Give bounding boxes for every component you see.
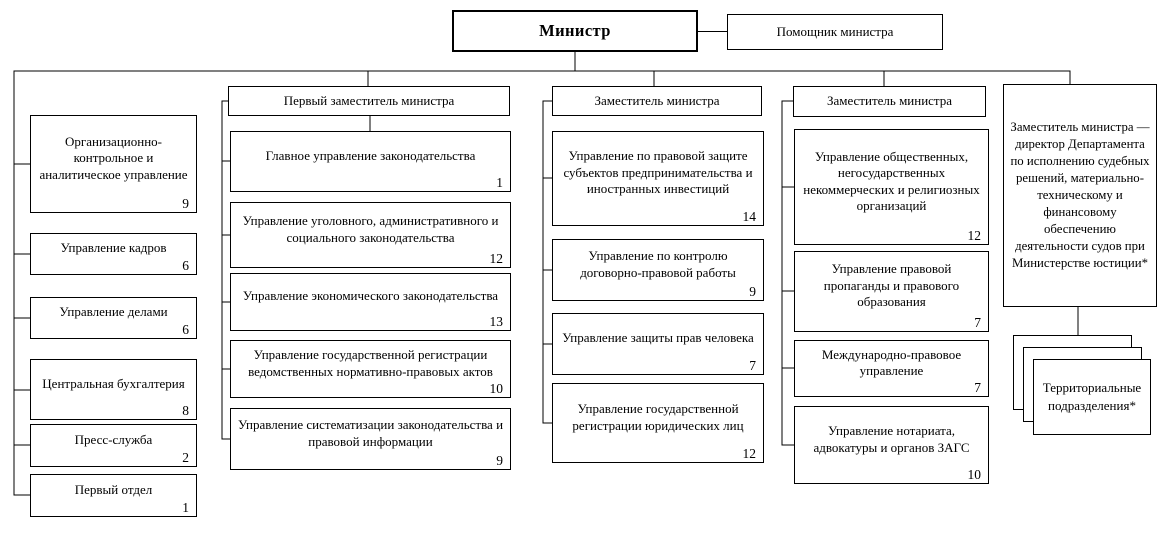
unit-label: Центральная бухгалтерия (42, 375, 185, 391)
unit-label: Организационно-контрольное и аналитическ… (39, 133, 188, 182)
unit-label: Главное управление законодательства (265, 147, 476, 163)
unit-box-business-protection: Управление по правовой защите субъектов … (552, 131, 764, 226)
unit-label: Управление кадров (60, 240, 167, 256)
unit-count: 10 (967, 467, 982, 483)
territorial-units-label: Территориальные подразделения* (1042, 380, 1142, 413)
unit-count: 2 (182, 450, 189, 466)
unit-label: Управление государственной регистрации ю… (572, 401, 744, 433)
unit-label: Управление систематизации законодательст… (237, 417, 504, 449)
territorial-units-box: Территориальные подразделения* (1033, 359, 1151, 435)
unit-label: Первый отдел (74, 481, 153, 497)
unit-box-legal-entities: Управление государственной регистрации ю… (552, 383, 764, 463)
unit-box-public-orgs: Управление общественных, негосударственн… (794, 129, 989, 245)
minister-label: Министр (539, 20, 611, 40)
unit-box-accounting: Центральная бухгалтерия 8 (30, 359, 197, 420)
unit-label: Управление нотариата, адвокатуры и орган… (813, 423, 970, 455)
unit-box-legislation-main: Главное управление законодательства 1 (230, 131, 511, 192)
unit-count: 1 (496, 175, 503, 191)
unit-box-criminal-law: Управление уголовного, административного… (230, 202, 511, 268)
unit-count: 13 (489, 314, 504, 330)
unit-count: 6 (182, 258, 189, 274)
unit-label: Управление защиты прав человека (562, 330, 754, 346)
unit-box-first-dept: Первый отдел 1 (30, 474, 197, 517)
unit-label: Управление по правовой защите субъектов … (563, 148, 753, 197)
unit-count: 12 (967, 228, 982, 244)
unit-label: Управление уголовного, административного… (242, 213, 499, 245)
unit-count: 12 (489, 251, 504, 267)
unit-count: 14 (742, 209, 757, 225)
unit-label: Пресс-служба (74, 431, 153, 447)
unit-box-affairs: Управление делами 6 (30, 297, 197, 339)
first-deputy-minister-box: Первый заместитель министра (228, 86, 510, 116)
unit-label: Управление государственной регистрации в… (248, 347, 493, 379)
unit-label: Международно-правовое управление (821, 346, 962, 379)
unit-box-systematization: Управление систематизации законодательст… (230, 408, 511, 470)
unit-count: 9 (182, 196, 189, 212)
unit-box-org-control: Организационно-контрольное и аналитическ… (30, 115, 197, 213)
deputy-minister-box-2: Заместитель министра (793, 86, 986, 117)
unit-box-notary-zags: Управление нотариата, адвокатуры и орган… (794, 406, 989, 484)
unit-count: 1 (182, 500, 189, 516)
unit-box-normative-acts: Управление государственной регистрации в… (230, 340, 511, 398)
unit-label: Управление общественных, негосударственн… (803, 148, 980, 214)
unit-count: 9 (496, 453, 503, 469)
unit-box-legal-propaganda: Управление правовой пропаганды и правово… (794, 251, 989, 332)
unit-count: 7 (974, 315, 981, 331)
assistant-minister-label: Помощник министра (776, 23, 894, 39)
unit-label: Управление правовой пропаганды и правово… (823, 261, 960, 310)
unit-box-contract-control: Управление по контролю договорно-правово… (552, 239, 764, 301)
column-header-label: Заместитель министра (594, 92, 720, 108)
unit-count: 9 (749, 284, 756, 300)
unit-label: Управление делами (59, 304, 168, 320)
unit-box-hr: Управление кадров 6 (30, 233, 197, 275)
unit-box-human-rights: Управление защиты прав человека 7 (552, 313, 764, 375)
deputy-director-box: Заместитель министра — директор Департам… (1003, 84, 1157, 307)
unit-count: 7 (749, 358, 756, 374)
column-header-label: Заместитель министра (826, 93, 953, 109)
unit-count: 12 (742, 446, 757, 462)
minister-box: Министр (452, 10, 698, 52)
unit-box-economic-law: Управление экономического законодательст… (230, 273, 511, 331)
unit-label: Управление по контролю договорно-правово… (580, 248, 736, 280)
unit-box-international-law: Международно-правовое управление 7 (794, 340, 989, 397)
assistant-minister-box: Помощник министра (727, 14, 943, 50)
unit-count: 7 (974, 380, 981, 396)
unit-count: 8 (182, 403, 189, 419)
unit-box-press: Пресс-служба 2 (30, 424, 197, 467)
deputy-director-label: Заместитель министра — директор Департам… (1010, 119, 1150, 271)
unit-count: 6 (182, 322, 189, 338)
deputy-minister-box-1: Заместитель министра (552, 86, 762, 116)
unit-label: Управление экономического законодательст… (242, 288, 499, 304)
unit-count: 10 (489, 381, 504, 397)
column-header-label: Первый заместитель министра (283, 92, 455, 108)
